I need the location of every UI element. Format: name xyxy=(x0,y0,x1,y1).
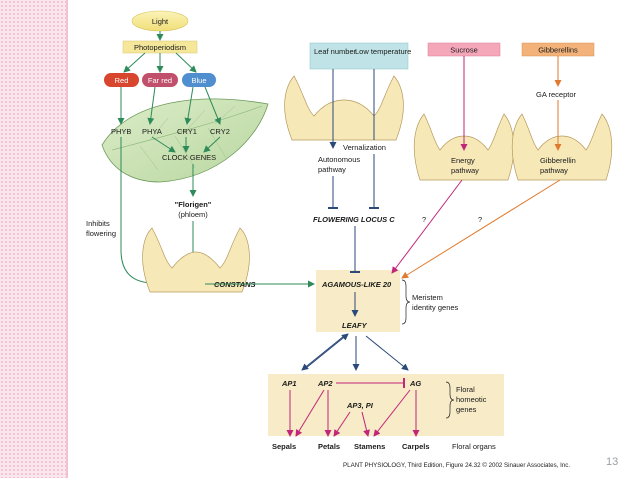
genes-label: genes xyxy=(456,405,477,414)
phyb-inhibition-line xyxy=(120,137,153,284)
agl20-label: AGAMOUS-LIKE 20 xyxy=(321,280,392,289)
leaf-vein xyxy=(111,105,263,151)
ag-label: AG xyxy=(409,379,421,388)
blue-label: Blue xyxy=(191,76,206,85)
clock-genes-label: CLOCK GENES xyxy=(162,153,216,162)
organ-sepals: Sepals xyxy=(272,442,296,451)
red-pill xyxy=(104,73,139,87)
sucrose-label: Sucrose xyxy=(450,46,478,55)
arrow-leafy-to-ap1 xyxy=(301,335,345,371)
floral-panel xyxy=(268,374,504,436)
autonomous-label: Autonomous xyxy=(318,155,360,164)
photoreceptor-phya: PHYA xyxy=(142,127,162,136)
phloem-label: (phloem) xyxy=(178,210,208,219)
arrow-ap1-to-leafy xyxy=(305,333,349,369)
florigen-label: "Florigen" xyxy=(175,200,212,209)
question-mark-1: ? xyxy=(422,215,426,224)
arrow-gibberellin-to-agl20 xyxy=(401,179,561,279)
organ-petals: Petals xyxy=(318,442,340,451)
arrow-ap2-to-sepals xyxy=(295,389,325,437)
ap2-label: AP2 xyxy=(317,379,333,388)
gibberellins-label: Gibberellins xyxy=(538,46,578,55)
energy-pathway-label: pathway xyxy=(451,166,479,175)
leaf-label: Leaf number xyxy=(314,47,357,56)
arrow-to-blue xyxy=(175,52,197,73)
flowering-label: flowering xyxy=(86,229,116,238)
decorative-side-stripe xyxy=(0,0,68,478)
flc-label: FLOWERING LOCUS C xyxy=(313,215,395,224)
vernalization-label: Vernalization xyxy=(343,143,386,152)
blue-pill xyxy=(182,73,216,87)
photoperiodism-label: Photoperiodism xyxy=(134,43,186,52)
arrow-ag-to-stamens xyxy=(373,389,411,437)
arrow-blue-to-cry2 xyxy=(204,86,221,125)
arrow-farred-to-phya xyxy=(147,86,156,125)
question-mark-2: ? xyxy=(478,215,482,224)
floral-organs-label: Floral organs xyxy=(452,442,496,451)
organ-carpels: Carpels xyxy=(402,442,430,451)
gibberellin-pathway-label: pathway xyxy=(540,166,568,175)
photoreceptor-cry2: CRY2 xyxy=(210,127,230,136)
leafy-label: LEAFY xyxy=(342,321,368,330)
leaf-shape xyxy=(101,98,269,183)
decorative-side-stripe-edge xyxy=(66,0,68,478)
floral-bracket xyxy=(445,381,455,419)
red-label: Red xyxy=(115,76,129,85)
arrow-blue-to-cry1 xyxy=(184,86,194,125)
figure-credit: PLANT PHYSIOLOGY, Third Edition, Figure … xyxy=(343,462,571,469)
page-number: 13 xyxy=(606,456,619,468)
arrow-to-red xyxy=(123,52,146,73)
far-red-pill xyxy=(142,73,178,87)
autonomous-pathway-label: pathway xyxy=(318,165,346,174)
floral-label: Floral xyxy=(456,385,475,394)
arrow-leafy-to-ag xyxy=(365,335,409,371)
light-signal: Light xyxy=(131,10,189,32)
photoreceptor-phyb: PHYB xyxy=(111,127,131,136)
organ-stamens: Stamens xyxy=(354,442,385,451)
arrow-cry2-to-clock xyxy=(203,136,221,153)
homeotic-label: homeotic xyxy=(456,395,487,404)
apex-shapes xyxy=(142,75,613,293)
arrow-energy-to-agl20 xyxy=(391,179,463,274)
apex-constans xyxy=(142,227,250,293)
meristem-bracket xyxy=(401,279,411,325)
ap3pi-label: AP3, PI xyxy=(346,401,374,410)
light-label: Light xyxy=(152,17,169,26)
arrow-ap3pi-to-stamens xyxy=(361,411,370,437)
apex-gibberellin xyxy=(511,113,613,181)
energy-label: Energy xyxy=(451,156,475,165)
apex-autonomous xyxy=(284,75,404,141)
ga-receptor-label: GA receptor xyxy=(536,90,577,99)
identity-genes-label: identity genes xyxy=(412,303,459,312)
leaf-minor-veins xyxy=(139,105,236,171)
arrow-ap3pi-to-petals xyxy=(333,411,351,437)
low-temp-label: Low temperature xyxy=(355,47,411,56)
meristem-label: Meristem xyxy=(412,293,443,302)
meristem-panel xyxy=(316,270,400,332)
arrow-phya-to-clock xyxy=(151,136,176,153)
photoreceptor-cry1: CRY1 xyxy=(177,127,197,136)
ap1-label: AP1 xyxy=(281,379,297,388)
leaf-temp-box xyxy=(309,42,409,70)
far-red-label: Far red xyxy=(148,76,172,85)
inhibits-label: Inhibits xyxy=(86,219,110,228)
gibberellin-label: Gibberellin xyxy=(540,156,576,165)
